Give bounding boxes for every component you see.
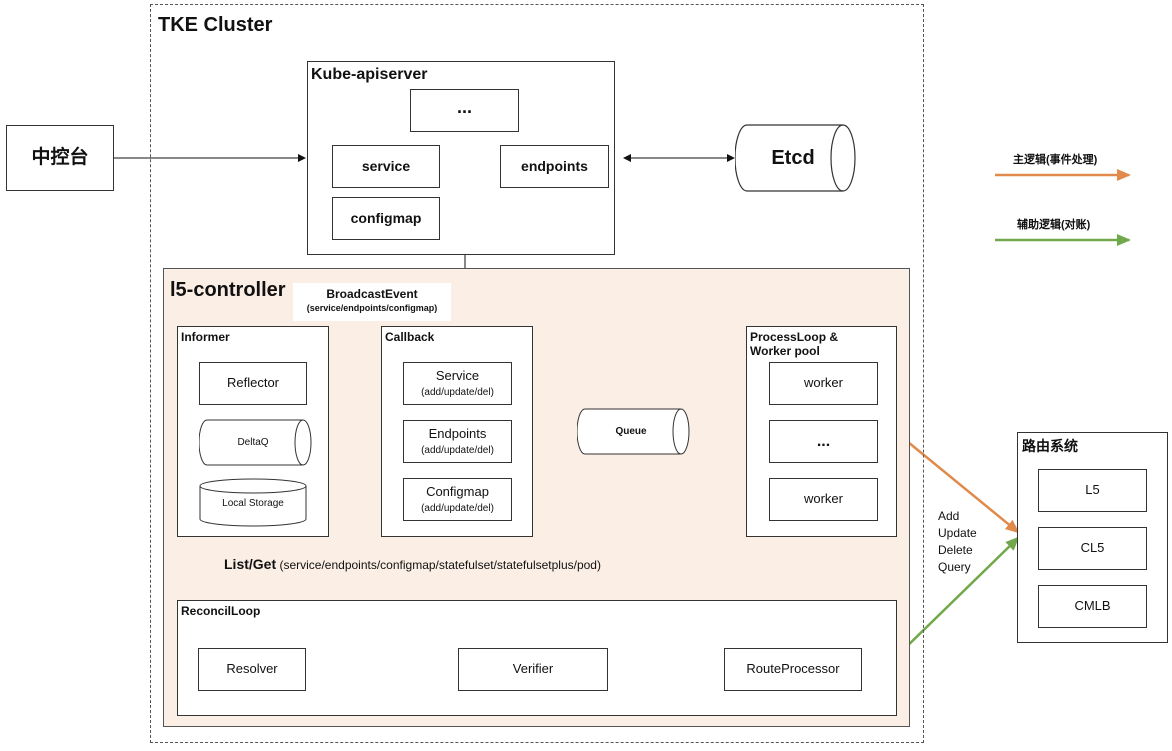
legend-aux-label: 辅助逻辑(对账) <box>1017 219 1091 231</box>
callback-configmap-box: Configmap (add/update/del) <box>403 478 512 521</box>
endpoints-box: endpoints <box>500 145 609 188</box>
callback-service-box: Service (add/update/del) <box>403 362 512 405</box>
cluster-title: TKE Cluster <box>158 14 273 36</box>
resolver-box: Resolver <box>198 648 306 691</box>
reflector-box: Reflector <box>199 362 307 405</box>
apiserver-ellipsis-box: ... <box>410 89 519 132</box>
queue-label: Queue <box>615 426 647 437</box>
worker-ellipsis-box: ... <box>769 420 878 463</box>
callback-configmap-name: Configmap <box>426 483 489 499</box>
op-query: Query <box>938 560 971 574</box>
deltaq-cylinder <box>199 419 312 466</box>
routing-system-title: 路由系统 <box>1022 438 1078 454</box>
callback-service-name: Service <box>435 367 480 383</box>
list-get-label: List/Get (service/endpoints/configmap/st… <box>224 556 601 572</box>
wire-processloop-to-routing <box>896 432 1020 534</box>
routing-cmlb-box: CMLB <box>1038 585 1147 628</box>
local-storage-cylinder <box>199 478 307 527</box>
callback-service-ops: (add/update/del) <box>421 386 494 398</box>
kube-apiserver-title: Kube-apiserver <box>311 66 428 83</box>
callback-title: Callback <box>385 330 435 344</box>
broadcast-event-subtitle: (service/endpoints/configmap) <box>306 303 438 313</box>
deltaq-label: DeltaQ <box>237 437 269 448</box>
processloop-title-line1: ProcessLoop & <box>750 330 839 344</box>
etcd-label: Etcd <box>771 146 815 169</box>
op-update: Update <box>938 526 977 540</box>
etcd-cylinder <box>735 124 856 192</box>
verifier-box: Verifier <box>458 648 608 691</box>
console-box: 中控台 <box>6 125 114 191</box>
callback-endpoints-box: Endpoints (add/update/del) <box>403 420 512 463</box>
controller-title: l5-controller <box>170 279 286 301</box>
processloop-title-line2: Worker pool <box>750 343 820 358</box>
reconcil-loop-title: ReconcilLoop <box>181 604 261 618</box>
worker-box-top: worker <box>769 362 878 405</box>
worker-box-bottom: worker <box>769 478 878 521</box>
wire-routeprocessor-to-routing <box>896 536 1020 657</box>
configmap-box: configmap <box>332 197 440 240</box>
tke-cluster-frame <box>150 4 924 743</box>
broadcast-event-label: BroadcastEvent (service/endpoints/config… <box>293 283 451 321</box>
informer-title: Informer <box>181 330 230 344</box>
op-delete: Delete <box>938 543 973 557</box>
routing-cl5-box: CL5 <box>1038 527 1147 570</box>
broadcast-event-title: BroadcastEvent <box>326 287 418 301</box>
route-processor-box: RouteProcessor <box>724 648 862 691</box>
list-get-title: List/Get <box>224 556 277 572</box>
legend-main-label: 主逻辑(事件处理) <box>1013 154 1098 166</box>
service-box: service <box>332 145 440 188</box>
callback-configmap-ops: (add/update/del) <box>421 502 494 514</box>
callback-endpoints-name: Endpoints <box>428 425 487 441</box>
processloop-title: ProcessLoop & Worker pool <box>750 330 839 359</box>
ops-labels: Add Update Delete Query <box>938 508 977 576</box>
routing-l5-box: L5 <box>1038 469 1147 512</box>
callback-endpoints-ops: (add/update/del) <box>421 444 494 456</box>
op-add: Add <box>938 509 960 523</box>
list-get-detail: (service/endpoints/configmap/statefulset… <box>279 558 601 572</box>
queue-cylinder <box>577 408 690 455</box>
local-storage-label: Local Storage <box>222 497 284 509</box>
